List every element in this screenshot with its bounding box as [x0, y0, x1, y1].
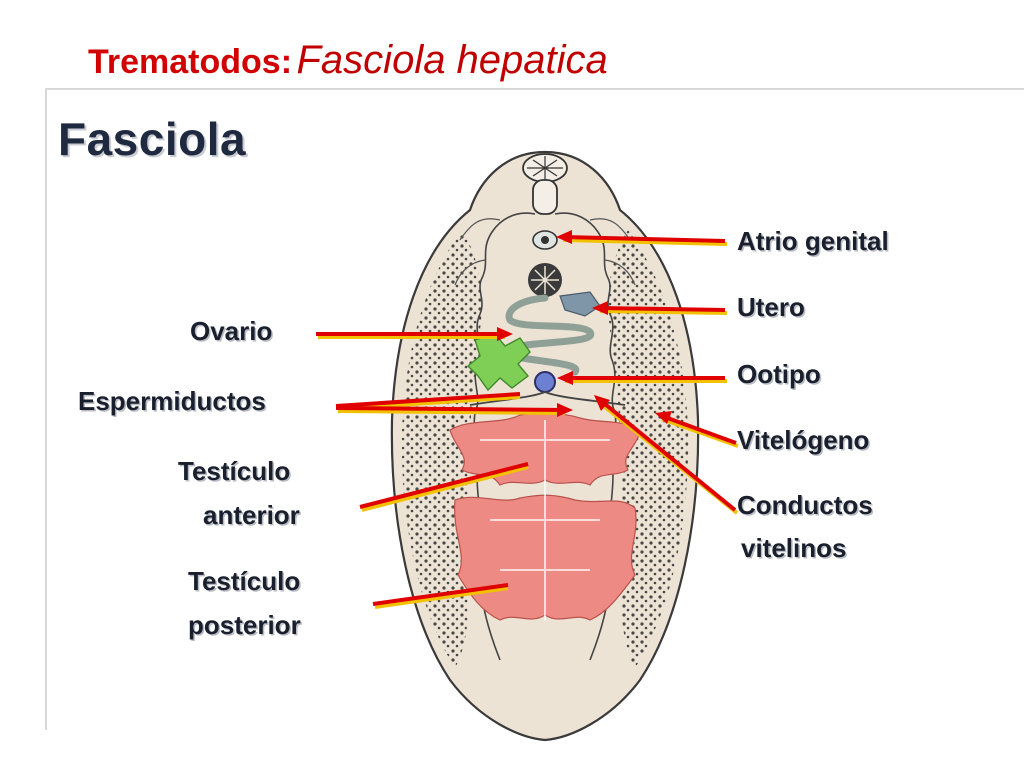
- label-testiculo-anterior-line1: Testículo: [178, 456, 291, 486]
- pharynx: [532, 179, 558, 215]
- arrow-atrio-genital: [556, 230, 728, 246]
- arrow-testiculo-posterior: [372, 583, 509, 609]
- figure-heading: Fasciola: [58, 113, 247, 165]
- arrow-conductos-vitelinos: [594, 395, 739, 515]
- vitelline-ducts: [469, 391, 626, 406]
- label-testiculo-posterior-line1: Testículo: [188, 566, 301, 596]
- label-ootipo: Ootipo: [737, 359, 821, 389]
- label-testiculo-anterior-line2: anterior: [203, 500, 300, 530]
- oral-sucker-rays: [527, 156, 563, 180]
- arrow-vitelogeno: [655, 411, 739, 448]
- arrow-testiculo-anterior: [359, 462, 529, 512]
- ootype: [534, 371, 556, 393]
- label-testiculo-posterior-line2: posterior: [188, 610, 301, 640]
- caeca-branches: [454, 218, 636, 286]
- title-bold-part: Trematodos:: [88, 43, 293, 81]
- label-ovario: Ovario: [190, 316, 273, 346]
- label-utero: Utero: [737, 292, 805, 322]
- label-vitelogeno: Vitelógeno: [737, 425, 870, 455]
- label-espermiductos: Espermiductos: [78, 386, 266, 416]
- label-atrio-genital: Atrio genital: [737, 226, 889, 256]
- label-conductos-vitelinos-line1: Conductos: [737, 490, 873, 520]
- arrow-espermiductos: [335, 392, 573, 417]
- arrow-utero: [592, 301, 728, 315]
- title-species: Fasciola hepatica: [296, 38, 608, 82]
- label-conductos-vitelinos-line2: vitelinos: [741, 533, 847, 563]
- uterus: [505, 294, 595, 376]
- slide-title: Trematodos: Fasciola hepatica: [88, 38, 608, 83]
- ovary: [466, 333, 531, 392]
- arrow-ootipo: [557, 371, 727, 385]
- arrow-ovario: [316, 327, 513, 341]
- figure-panel: [45, 88, 1024, 730]
